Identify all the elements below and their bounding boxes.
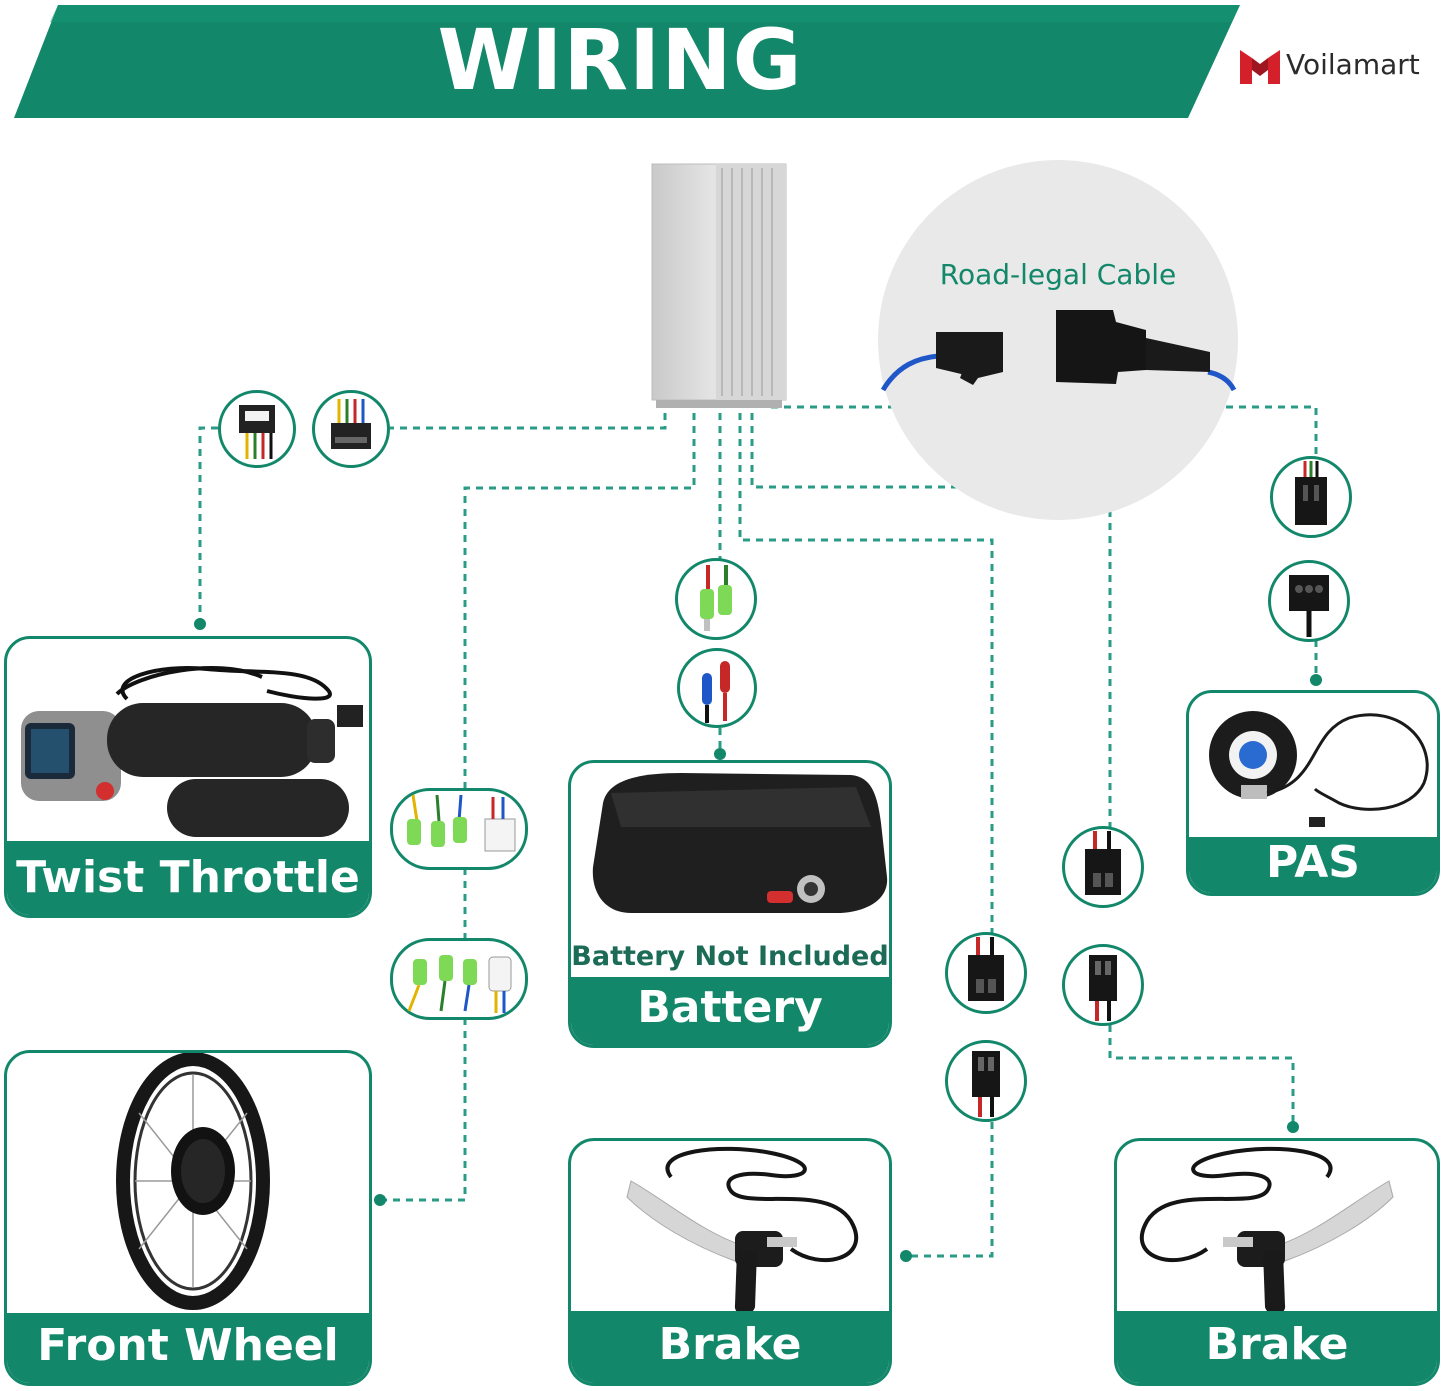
battery-connector-bottom (677, 648, 757, 728)
brake-right-junction-dot (1287, 1121, 1299, 1133)
brake-lever-icon (1139, 1146, 1394, 1315)
cable-connector-icon (880, 310, 1237, 392)
battery-card: Battery Not Included Battery (568, 760, 892, 1048)
road-legal-cable-detail: Road-legal Cable (878, 160, 1238, 520)
wheel-junction-dot (374, 1194, 386, 1206)
battery-label: Battery (571, 977, 889, 1045)
connector-icon (1295, 461, 1327, 525)
brake-right-connector-bottom (1062, 944, 1144, 1026)
controller-icon (651, 163, 787, 408)
pas-label: PAS (1189, 837, 1437, 893)
pas-junction-dot (1310, 674, 1322, 686)
wheel-connector-bottom (390, 938, 528, 1020)
twist-throttle-label: Twist Throttle (7, 841, 369, 915)
battery-icon (592, 773, 888, 913)
brake-right-connector-top (1062, 826, 1144, 908)
pas-card: PAS (1186, 690, 1440, 896)
battery-junction-dot (714, 748, 726, 760)
connector-icon (972, 1051, 1000, 1117)
brake-left-connector-bottom (945, 1040, 1027, 1122)
brake-left-connector-top (945, 932, 1027, 1014)
throttle-junction-dot (194, 618, 206, 630)
connector-icon (702, 661, 730, 723)
battery-connector-top (675, 558, 757, 640)
wheel-connector-top (390, 788, 528, 870)
connector-icon (700, 565, 732, 631)
brake-lever-icon (626, 1146, 859, 1315)
connector-icon (1085, 831, 1121, 895)
front-wheel-icon (116, 1053, 270, 1310)
throttle-connector-female (218, 390, 296, 468)
front-wheel-card: Front Wheel (4, 1050, 372, 1386)
brake-right-label: Brake (1117, 1311, 1437, 1383)
connector-icon (239, 405, 275, 459)
brand-name: Voilamart (1286, 48, 1420, 81)
voilamart-logo-icon (1240, 50, 1280, 84)
twist-throttle-card: Twist Throttle (4, 636, 372, 918)
throttle-connector-male (312, 390, 390, 468)
connector-icon (331, 399, 371, 449)
connector-icon (968, 937, 1004, 1001)
brake-left-junction-dot (900, 1250, 912, 1262)
front-wheel-label: Front Wheel (7, 1313, 369, 1383)
connector-icon (407, 794, 516, 852)
pas-connector-top (1270, 456, 1352, 538)
detail-title: Road-legal Cable (939, 258, 1177, 291)
brake-left-label: Brake (571, 1311, 889, 1383)
brake-right-card: Brake (1114, 1138, 1440, 1386)
battery-note: Battery Not Included (571, 941, 889, 972)
connector-icon (1089, 955, 1117, 1021)
title-banner (14, 5, 1240, 118)
pas-connector-bottom (1268, 560, 1350, 642)
connector-icon (407, 955, 512, 1013)
brand-logo: Voilamart (1238, 40, 1443, 90)
twist-throttle-icon (21, 666, 363, 837)
connector-icon (1289, 575, 1329, 637)
brake-left-card: Brake (568, 1138, 892, 1386)
pas-sensor-icon (1209, 711, 1429, 827)
